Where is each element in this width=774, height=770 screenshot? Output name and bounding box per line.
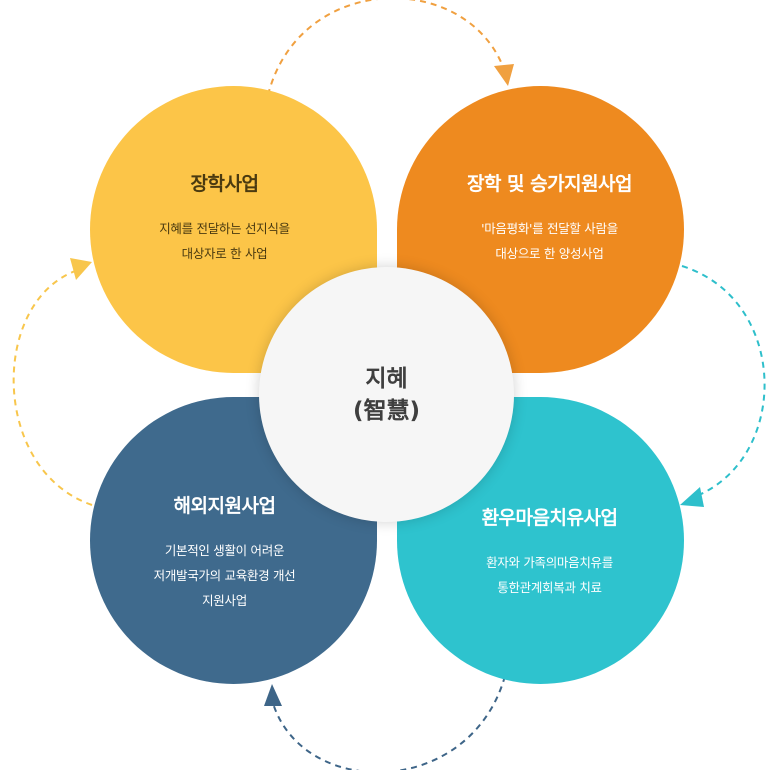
petal-desc-line: 지원사업 xyxy=(202,592,247,608)
petal-desc-line: 저개발국가의 교육환경 개선 xyxy=(153,567,296,583)
petal-title: 장학사업 xyxy=(190,173,259,195)
arrow-head-left xyxy=(70,258,92,280)
petal-desc-line: 대상자로 한 사업 xyxy=(181,246,268,261)
arrow-arc-bottom xyxy=(271,675,506,770)
petal-title: 해외지원사업 xyxy=(173,494,276,517)
arrow-arc-right xyxy=(681,265,766,498)
arrow-arc-left xyxy=(12,269,93,506)
center-title: 지혜 xyxy=(365,365,408,392)
petal-title: 장학 및 승가지원사업 xyxy=(466,173,633,195)
center-circle: 지혜 (智慧) xyxy=(259,267,514,522)
petal-desc-line: 기본적인 생활이 어려운 xyxy=(164,542,285,558)
arrow-arc-top xyxy=(267,0,506,96)
petal-title: 환우마음치유사업 xyxy=(481,507,618,529)
petal-desc-line: 통한관계회복과 치료 xyxy=(497,580,602,595)
petal-desc-line: 대상으로 한 양성사업 xyxy=(495,246,604,261)
petal-desc-line: 지혜를 전달하는 선지식을 xyxy=(159,221,290,236)
center-subtitle: (智慧) xyxy=(352,397,421,424)
petal-desc-line: 환자와 가족의마음치유를 xyxy=(486,555,613,570)
petal-desc-line: '마음평화'를 전달할 사람을 xyxy=(481,221,618,236)
arrow-head-top xyxy=(494,64,514,86)
arrow-head-right xyxy=(680,487,704,507)
arrow-head-bottom xyxy=(264,684,282,706)
